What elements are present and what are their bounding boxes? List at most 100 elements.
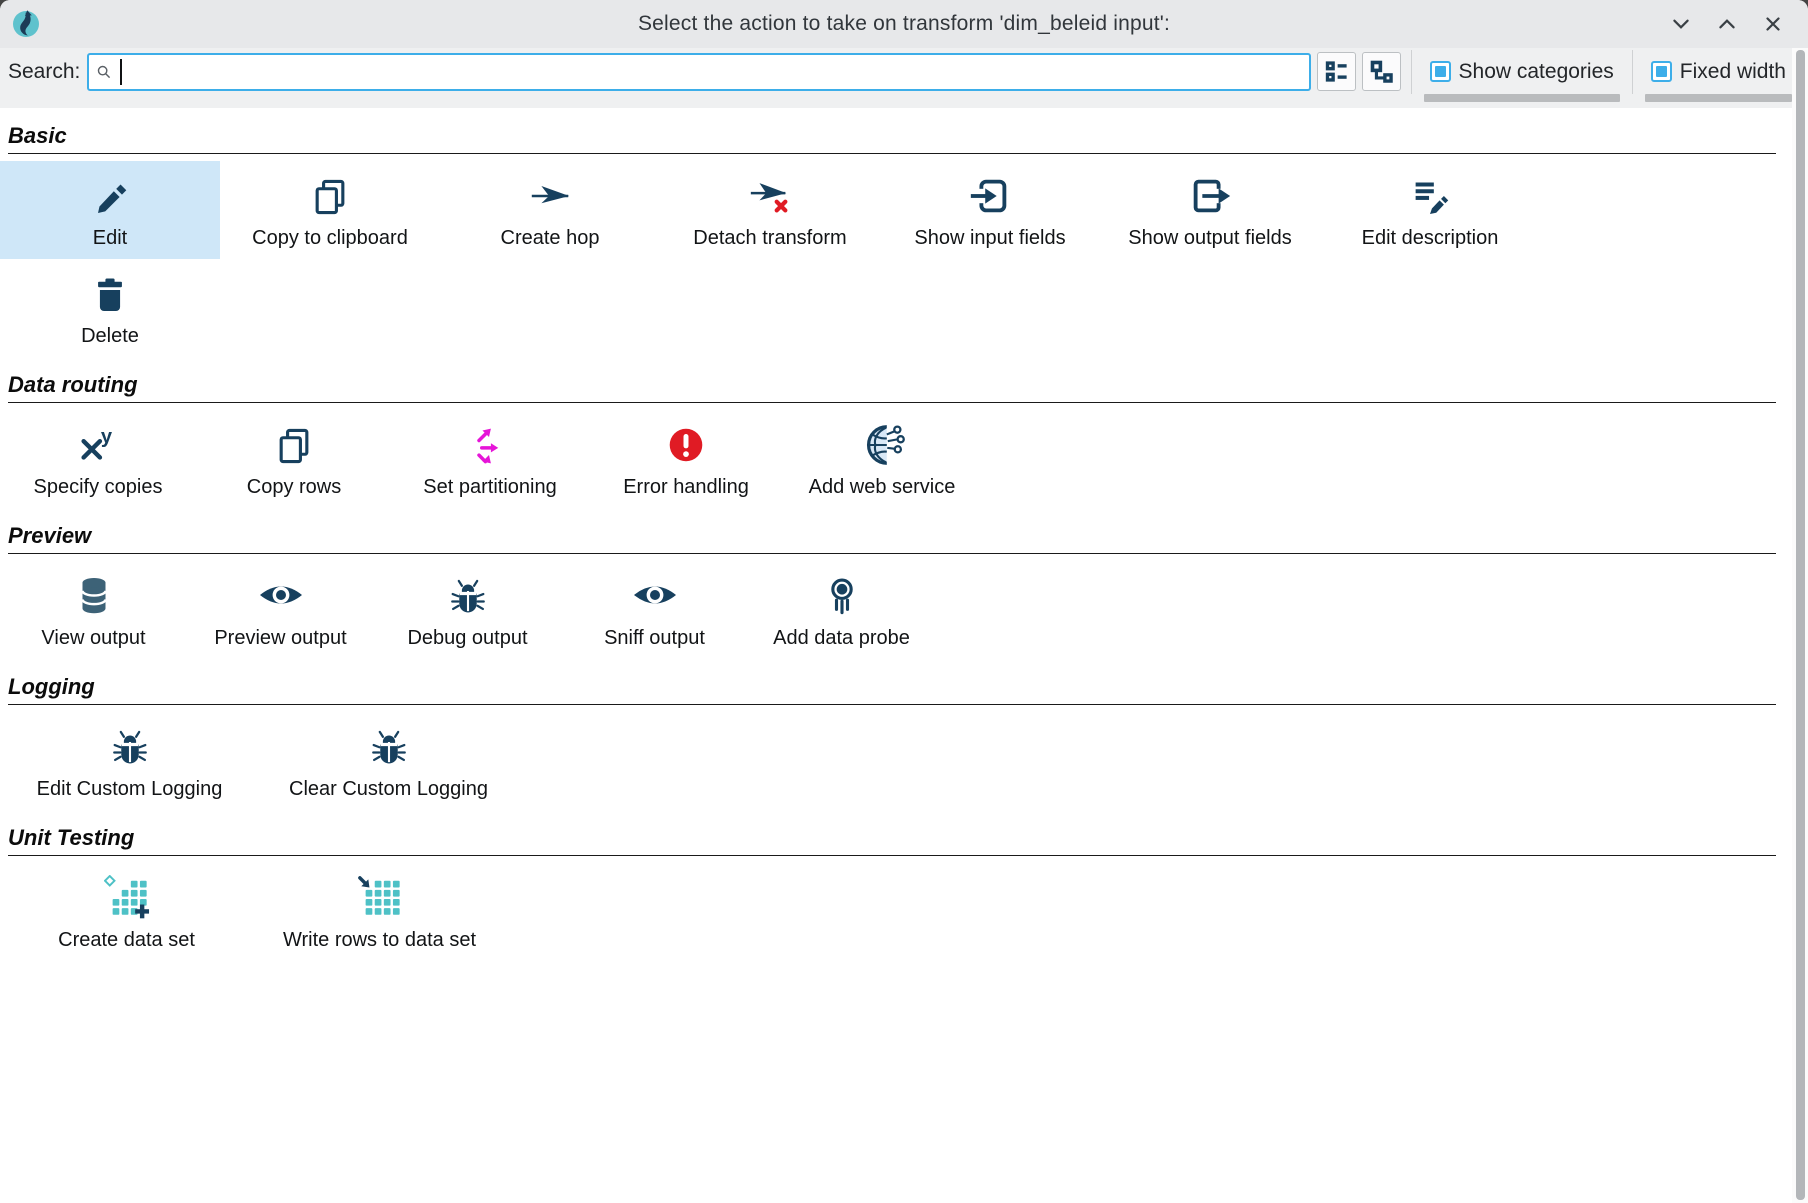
show-categories-group: Show categories [1422,48,1622,102]
action-item-set-partitioning[interactable]: Set partitioning [392,410,588,508]
dataset-write-icon [357,871,403,921]
action-item-label: Error handling [623,476,749,498]
window-title: Select the action to take on transform '… [637,12,1171,35]
database-icon [71,569,117,619]
xy-icon: y [75,418,121,468]
action-item-clear-custom-logging[interactable]: Clear Custom Logging [259,712,518,810]
category-divider [8,553,1776,554]
action-item-label: Specify copies [33,476,163,498]
error-icon [663,418,709,468]
bug-icon [109,720,151,770]
action-item-label: Edit Custom Logging [36,778,223,800]
action-item-label: Preview output [214,627,347,649]
action-item-label: Set partitioning [423,476,557,498]
hop-arrow-icon [527,169,573,219]
copy-icon [272,418,316,468]
output-fields-icon [1187,169,1233,219]
category-header-preview: Preview [8,523,92,548]
action-item-label: Create data set [58,929,195,951]
fixed-width-checkbox[interactable] [1650,61,1672,82]
window-controls [1670,0,1784,48]
search-input[interactable] [87,52,1311,91]
category-items-logging: Edit Custom Logging Clear Custom Logging [0,712,1790,810]
hop-logo-icon [10,8,42,40]
action-item-label: Show input fields [914,227,1066,249]
action-item-label: View output [41,627,146,649]
eye-icon [631,569,679,619]
action-item-show-input-fields[interactable]: Show input fields [880,161,1100,259]
category-header-logging: Logging [8,674,95,699]
action-item-edit[interactable]: Edit [0,161,220,259]
category-divider [8,402,1776,403]
title-bar: Select the action to take on transform '… [0,0,1808,48]
category-header-basic: Basic [8,123,67,148]
action-item-preview-output[interactable]: Preview output [187,561,374,659]
action-item-label: Add data probe [773,627,910,649]
category-items-unit-testing: Create data set Write rows to data set [0,863,1790,961]
show-categories-label: Show categories [1458,59,1614,83]
action-item-sniff-output[interactable]: Sniff output [561,561,748,659]
action-item-detach-transform[interactable]: Detach transform [660,161,880,259]
action-item-delete[interactable]: Delete [0,259,220,357]
search-field-wrap [87,52,1311,91]
input-fields-icon [967,169,1013,219]
action-item-write-rows-to-data-set[interactable]: Write rows to data set [253,863,506,961]
action-item-edit-description[interactable]: Edit description [1320,161,1540,259]
category-header-unit-testing: Unit Testing [8,825,135,850]
action-item-create-hop[interactable]: Create hop [440,161,660,259]
action-item-label: Debug output [407,627,528,649]
copy-icon [308,169,352,219]
fixed-width-group: Fixed width [1643,48,1794,102]
list-view-button[interactable] [1316,52,1356,91]
action-item-label: Sniff output [604,627,705,649]
action-item-label: Edit description [1361,227,1499,249]
svg-text:y: y [101,426,113,448]
search-label: Search: [8,59,81,83]
action-item-add-web-service[interactable]: Add web service [784,410,980,508]
show-categories-checkbox[interactable] [1429,61,1451,82]
dataset-add-icon [103,871,150,921]
action-item-label: Show output fields [1128,227,1292,249]
detach-arrow-icon [747,169,793,219]
edit-description-icon [1407,169,1453,219]
action-item-label: Write rows to data set [282,929,477,951]
action-item-debug-output[interactable]: Debug output [374,561,561,659]
chevron-down-icon[interactable] [1670,13,1692,35]
action-item-label: Create hop [500,227,600,249]
toolbar: Search: [0,48,1808,108]
vertical-scrollbar[interactable] [1792,48,1808,1203]
action-item-create-data-set[interactable]: Create data set [0,863,253,961]
action-item-view-output[interactable]: View output [0,561,187,659]
action-item-copy-rows[interactable]: Copy rows [196,410,392,508]
action-item-label: Copy rows [246,476,342,498]
category-divider [8,855,1776,856]
action-item-error-handling[interactable]: Error handling [588,410,784,508]
toolbar-separator [1410,49,1412,94]
web-service-icon [859,418,905,468]
text-caret [120,58,123,85]
action-item-label: Clear Custom Logging [289,778,488,800]
category-items-preview: View output Preview output Debug output Sni… [0,561,1790,659]
scrollbar-thumb[interactable] [1796,50,1805,1200]
action-item-label: Edit [92,227,128,249]
tree-view-button[interactable] [1361,52,1401,91]
chevron-up-icon[interactable] [1716,13,1738,35]
bug-icon [447,569,489,619]
close-icon[interactable] [1762,13,1784,35]
action-item-add-data-probe[interactable]: Add data probe [748,561,935,659]
category-divider [8,704,1776,705]
pencil-icon [87,169,133,219]
action-item-show-output-fields[interactable]: Show output fields [1100,161,1320,259]
probe-icon [820,569,864,619]
action-item-label: Delete [81,325,139,347]
action-item-copy-to-clipboard[interactable]: Copy to clipboard [220,161,440,259]
action-item-edit-custom-logging[interactable]: Edit Custom Logging [0,712,259,810]
